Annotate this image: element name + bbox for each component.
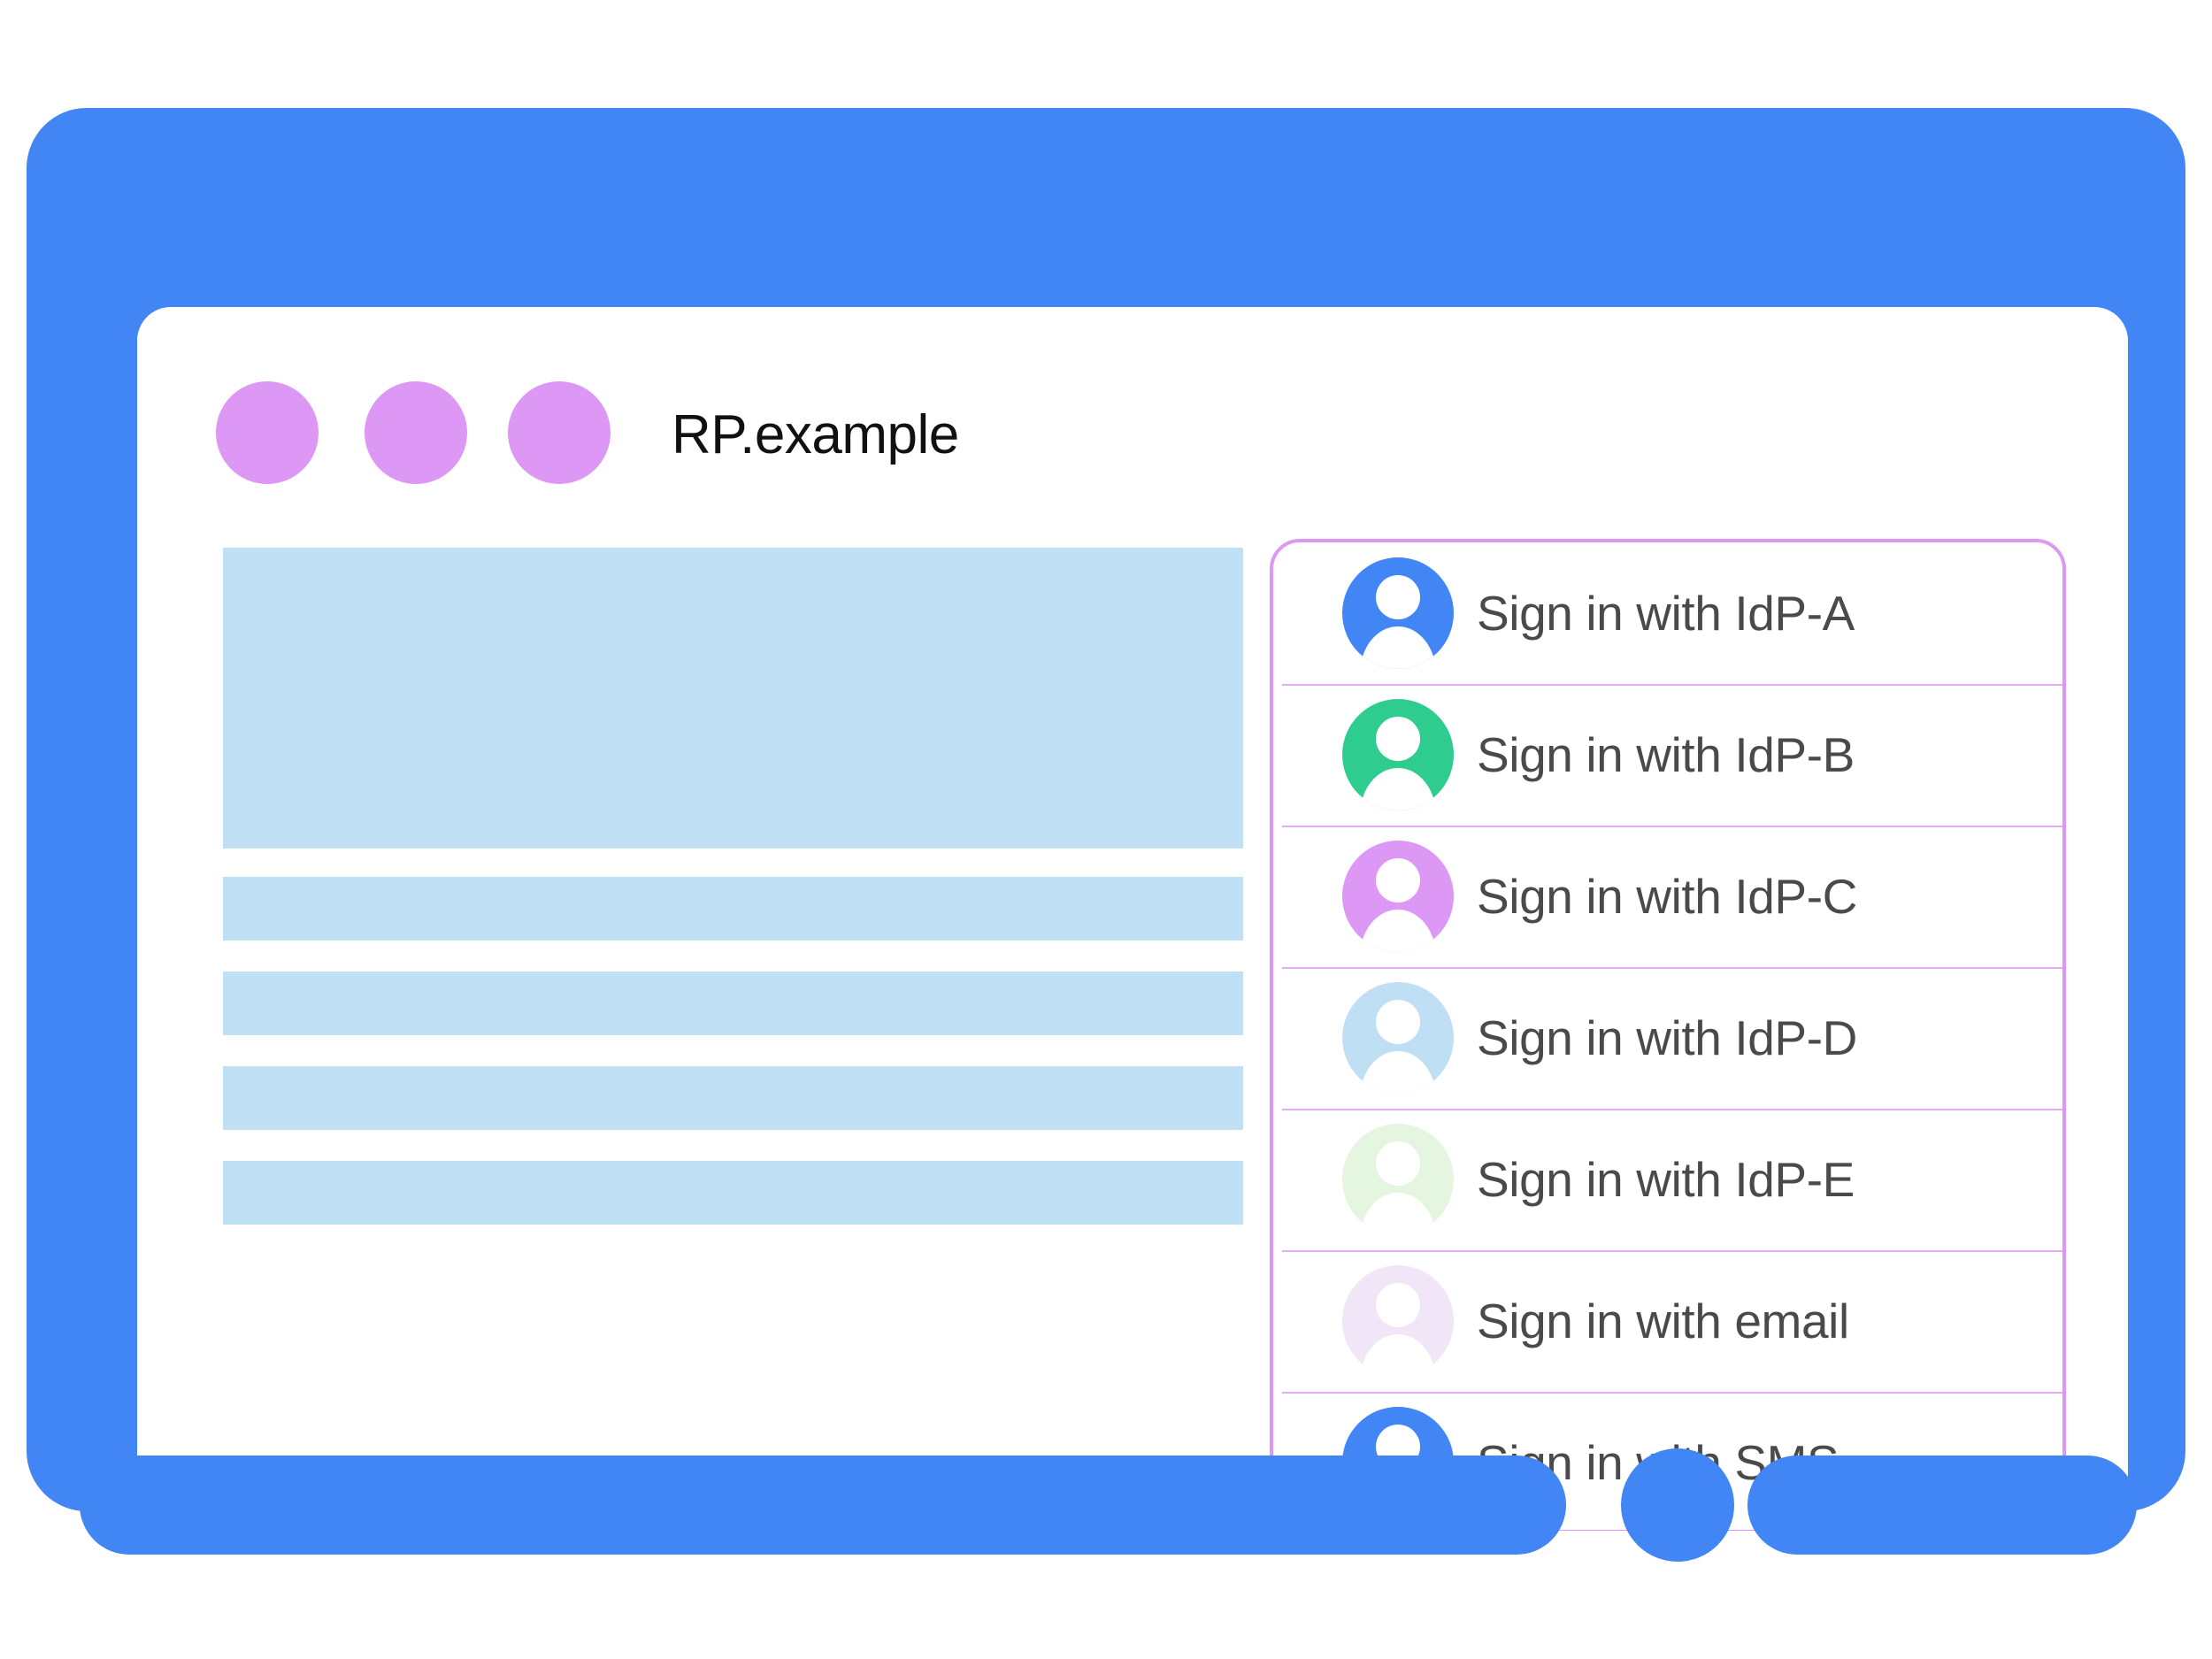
content-text-bar-1	[223, 877, 1243, 941]
account-avatar-icon	[1342, 557, 1454, 669]
signin-option-idp-d[interactable]: Sign in with IdP-D	[1273, 967, 2062, 1109]
content-text-bar-4	[223, 1161, 1243, 1225]
signin-option-label: Sign in with IdP-D	[1477, 1010, 1857, 1065]
signin-option-idp-c[interactable]: Sign in with IdP-C	[1273, 826, 2062, 967]
signin-option-label: Sign in with IdP-C	[1477, 869, 1857, 924]
titlebar-dot-2	[365, 381, 467, 484]
signin-option-label: Sign in with IdP-A	[1477, 586, 1855, 641]
page-content-placeholders	[223, 548, 1243, 1225]
home-button[interactable]	[1621, 1448, 1734, 1562]
account-avatar-icon	[1342, 1124, 1454, 1235]
signin-option-label: Sign in with email	[1477, 1294, 1849, 1348]
page-title: RP.example	[672, 404, 959, 465]
bezel-bottom-right-bar	[1747, 1455, 2137, 1555]
signin-option-idp-a[interactable]: Sign in with IdP-A	[1273, 542, 2062, 684]
content-hero-block	[223, 548, 1243, 849]
signin-option-email[interactable]: Sign in with email	[1273, 1250, 2062, 1392]
signin-option-label: Sign in with IdP-E	[1477, 1152, 1855, 1207]
account-avatar-icon	[1342, 1265, 1454, 1377]
device-screen: RP.example Sign in with IdP-A	[137, 307, 2128, 1531]
signin-option-idp-e[interactable]: Sign in with IdP-E	[1273, 1109, 2062, 1250]
account-avatar-icon	[1342, 982, 1454, 1094]
account-avatar-icon	[1342, 699, 1454, 810]
content-text-bar-2	[223, 972, 1243, 1035]
titlebar-dot-1	[216, 381, 319, 484]
device-bezel: RP.example Sign in with IdP-A	[27, 108, 2185, 1531]
titlebar-dot-3	[508, 381, 611, 484]
signin-option-label: Sign in with IdP-B	[1477, 727, 1855, 782]
titlebar: RP.example	[137, 307, 2128, 484]
account-avatar-icon	[1342, 841, 1454, 952]
bezel-bottom-left-bar	[80, 1455, 1566, 1555]
signin-option-idp-b[interactable]: Sign in with IdP-B	[1273, 684, 2062, 826]
content-text-bar-3	[223, 1066, 1243, 1130]
signin-panel: Sign in with IdP-A Sign in with IdP-B Si…	[1270, 539, 2066, 1531]
